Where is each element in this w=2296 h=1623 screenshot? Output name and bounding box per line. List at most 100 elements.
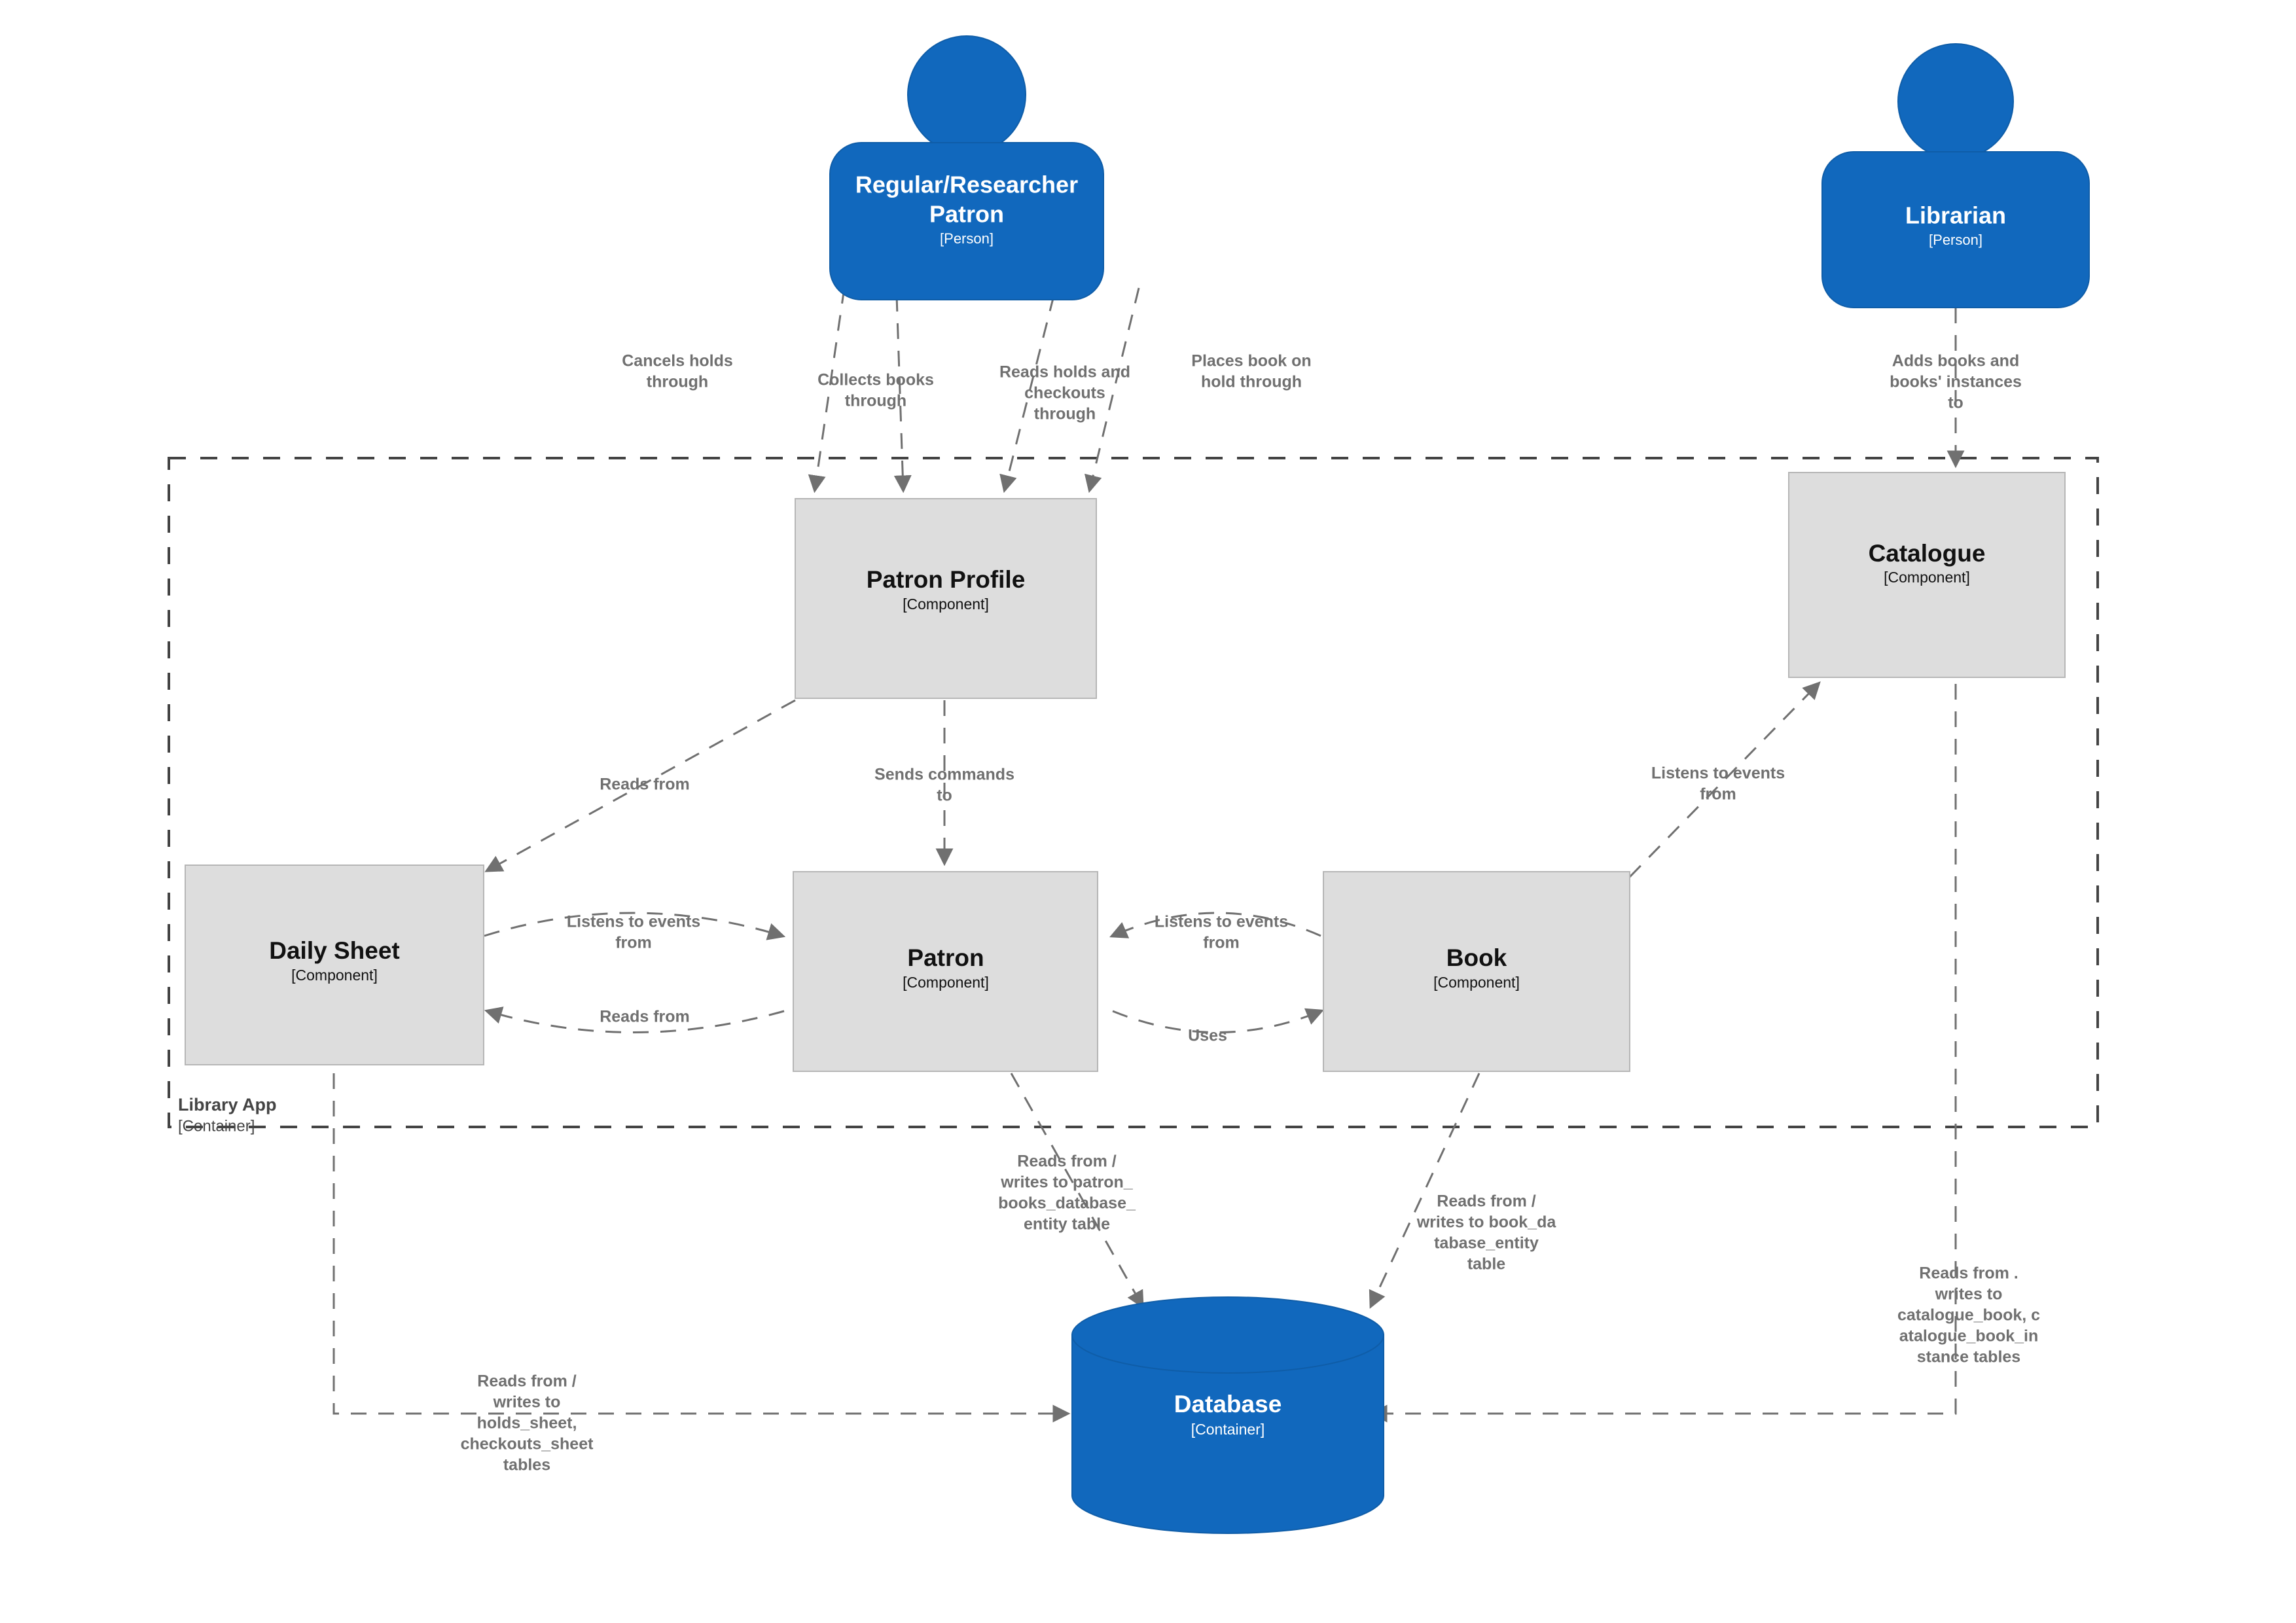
component-patron-profile[interactable]: Patron Profile [Component]: [795, 498, 1097, 699]
component-patron-name: Patron: [907, 944, 984, 971]
line-collects-books: [893, 295, 912, 493]
label-catalogue-listens-book: Listens to events from: [1651, 764, 1785, 804]
label-book-db: Reads from / writes to book_da tabase_en…: [1416, 1192, 1557, 1274]
component-catalogue-box: [1788, 472, 2066, 678]
label-patron-uses-book-line1: Uses: [1188, 1027, 1227, 1045]
line-daily-sheet-reads-patron: [484, 1007, 785, 1033]
line-patron-listens-daily-sheet: [484, 912, 786, 940]
label-catalogue-db-line5: stance tables: [1917, 1348, 2020, 1366]
label-daily-sheet-db-line4: checkouts_sheet: [461, 1435, 594, 1454]
container-database[interactable]: Database [Container]: [1071, 1296, 1384, 1534]
label-daily-sheet-db: Reads from / writes to holds_sheet, chec…: [461, 1372, 594, 1474]
label-catalogue-db-line3: catalogue_book, c: [1897, 1306, 2040, 1325]
label-daily-sheet-reads-patron-line1: Reads from: [600, 1008, 690, 1026]
line-catalogue-db: [1369, 684, 1957, 1423]
line-book-db: [1369, 1073, 1480, 1309]
line-profile-reads-daily-sheet: [484, 699, 796, 872]
component-daily-sheet-box: [185, 865, 484, 1065]
label-cancels-holds-line1: Cancels holds: [622, 352, 733, 370]
database-cylinder-body: [1071, 1334, 1384, 1534]
label-collects-books-line2: through: [845, 392, 906, 410]
label-patron-listens-daily-sheet: Listens to events from: [567, 913, 700, 952]
label-profile-reads-daily-sheet-line1: Reads from: [600, 776, 690, 794]
line-patron-listens-book: [1109, 912, 1321, 938]
boundary-library-app-type: [Container]: [178, 1117, 255, 1135]
component-book-type: [Component]: [1433, 974, 1520, 991]
line-places-hold: [1084, 287, 1140, 493]
label-librarian-adds-books-line1: Adds books and: [1892, 352, 2019, 370]
boundary-library-app-rect: [168, 457, 2099, 1128]
component-patron[interactable]: Patron [Component]: [793, 871, 1098, 1072]
label-patron-listens-daily-sheet-line1: Listens to events: [567, 913, 700, 931]
line-patron-uses-book: [1112, 1008, 1324, 1033]
label-librarian-adds-books-line2: books' instances: [1890, 373, 2022, 391]
person-regular-researcher-patron-name-line2: Patron: [929, 201, 1004, 228]
label-cancels-holds-line2: through: [647, 373, 708, 391]
component-catalogue[interactable]: Catalogue [Component]: [1788, 472, 2066, 678]
relationship-labels: Cancels holds through Collects books thr…: [461, 352, 2041, 1474]
label-catalogue-db: Reads from . writes to catalogue_book, c…: [1897, 1264, 2040, 1366]
label-catalogue-listens-book-line2: from: [1700, 785, 1736, 804]
component-catalogue-type: [Component]: [1884, 569, 1970, 586]
relationship-lines: [332, 287, 1965, 1423]
label-catalogue-listens-book-line1: Listens to events: [1651, 764, 1785, 783]
component-patron-box: [793, 871, 1098, 1072]
label-patron-db-line1: Reads from /: [1017, 1152, 1116, 1171]
component-daily-sheet-type: [Component]: [291, 967, 378, 984]
label-reads-holds-checkouts-line1: Reads holds and: [999, 363, 1130, 382]
component-book-box: [1323, 871, 1630, 1072]
line-daily-sheet-db: [332, 1073, 1071, 1423]
label-catalogue-db-line2: writes to: [1935, 1285, 2003, 1304]
line-cancels-holds: [808, 287, 846, 493]
component-catalogue-name: Catalogue: [1869, 540, 1986, 567]
label-catalogue-db-line1: Reads from .: [1919, 1264, 2018, 1283]
database-cylinder-top: [1071, 1296, 1384, 1374]
container-database-type: [Container]: [1191, 1421, 1265, 1438]
label-places-hold: Places book on hold through: [1191, 352, 1311, 391]
label-patron-db-line3: books_database_: [998, 1194, 1136, 1213]
boundary-library-app-title: Library App: [178, 1095, 277, 1115]
container-database-name: Database: [1174, 1391, 1282, 1418]
label-patron-listens-book-line2: from: [1203, 934, 1240, 952]
label-daily-sheet-db-line2: writes to: [493, 1393, 561, 1412]
label-patron-uses-book: Uses: [1188, 1027, 1227, 1045]
person-head-icon: [907, 35, 1026, 154]
label-daily-sheet-db-line1: Reads from /: [477, 1372, 576, 1391]
label-book-db-line2: writes to book_da: [1416, 1213, 1557, 1232]
label-collects-books: Collects books through: [817, 371, 934, 410]
boundary-library-app: Library App [Container]: [168, 457, 2099, 1135]
label-book-db-line4: table: [1467, 1255, 1505, 1274]
label-places-hold-line1: Places book on: [1191, 352, 1311, 370]
label-places-hold-line2: hold through: [1201, 373, 1302, 391]
person-librarian[interactable]: Librarian [Person]: [1821, 43, 2090, 308]
label-daily-sheet-db-line5: tables: [503, 1456, 550, 1474]
line-reads-holds-checkouts: [999, 295, 1055, 493]
label-librarian-adds-books-line3: to: [1948, 394, 1964, 412]
person-regular-researcher-patron-type: [Person]: [940, 230, 994, 247]
label-collects-books-line1: Collects books: [817, 371, 934, 389]
component-daily-sheet-name: Daily Sheet: [269, 937, 399, 964]
label-daily-sheet-db-line3: holds_sheet,: [477, 1414, 577, 1433]
person-regular-researcher-patron-name-line1: Regular/Researcher: [855, 171, 1078, 198]
label-daily-sheet-reads-patron: Reads from: [600, 1008, 690, 1026]
person-librarian-name: Librarian: [1905, 202, 2006, 229]
label-patron-db-line4: entity table: [1024, 1215, 1110, 1234]
person-body-shape: [829, 142, 1104, 300]
label-cancels-holds: Cancels holds through: [622, 352, 733, 391]
label-librarian-adds-books: Adds books and books' instances to: [1890, 352, 2022, 412]
component-daily-sheet[interactable]: Daily Sheet [Component]: [185, 865, 484, 1065]
label-patron-db-line2: writes to patron_: [1000, 1173, 1134, 1192]
component-book-name: Book: [1446, 944, 1507, 971]
librarian-head-icon: [1897, 43, 2014, 160]
label-book-db-line1: Reads from /: [1437, 1192, 1535, 1211]
component-patron-type: [Component]: [903, 974, 989, 991]
person-regular-researcher-patron[interactable]: Regular/Researcher Patron [Person]: [829, 35, 1104, 300]
label-profile-sends-commands: Sends commands to: [874, 766, 1014, 805]
person-librarian-type: [Person]: [1929, 232, 1982, 248]
line-catalogue-listens-book: [1628, 681, 1821, 878]
label-reads-holds-checkouts: Reads holds and checkouts through: [999, 363, 1130, 423]
librarian-body-shape: [1821, 151, 2090, 308]
component-book[interactable]: Book [Component]: [1323, 871, 1630, 1072]
